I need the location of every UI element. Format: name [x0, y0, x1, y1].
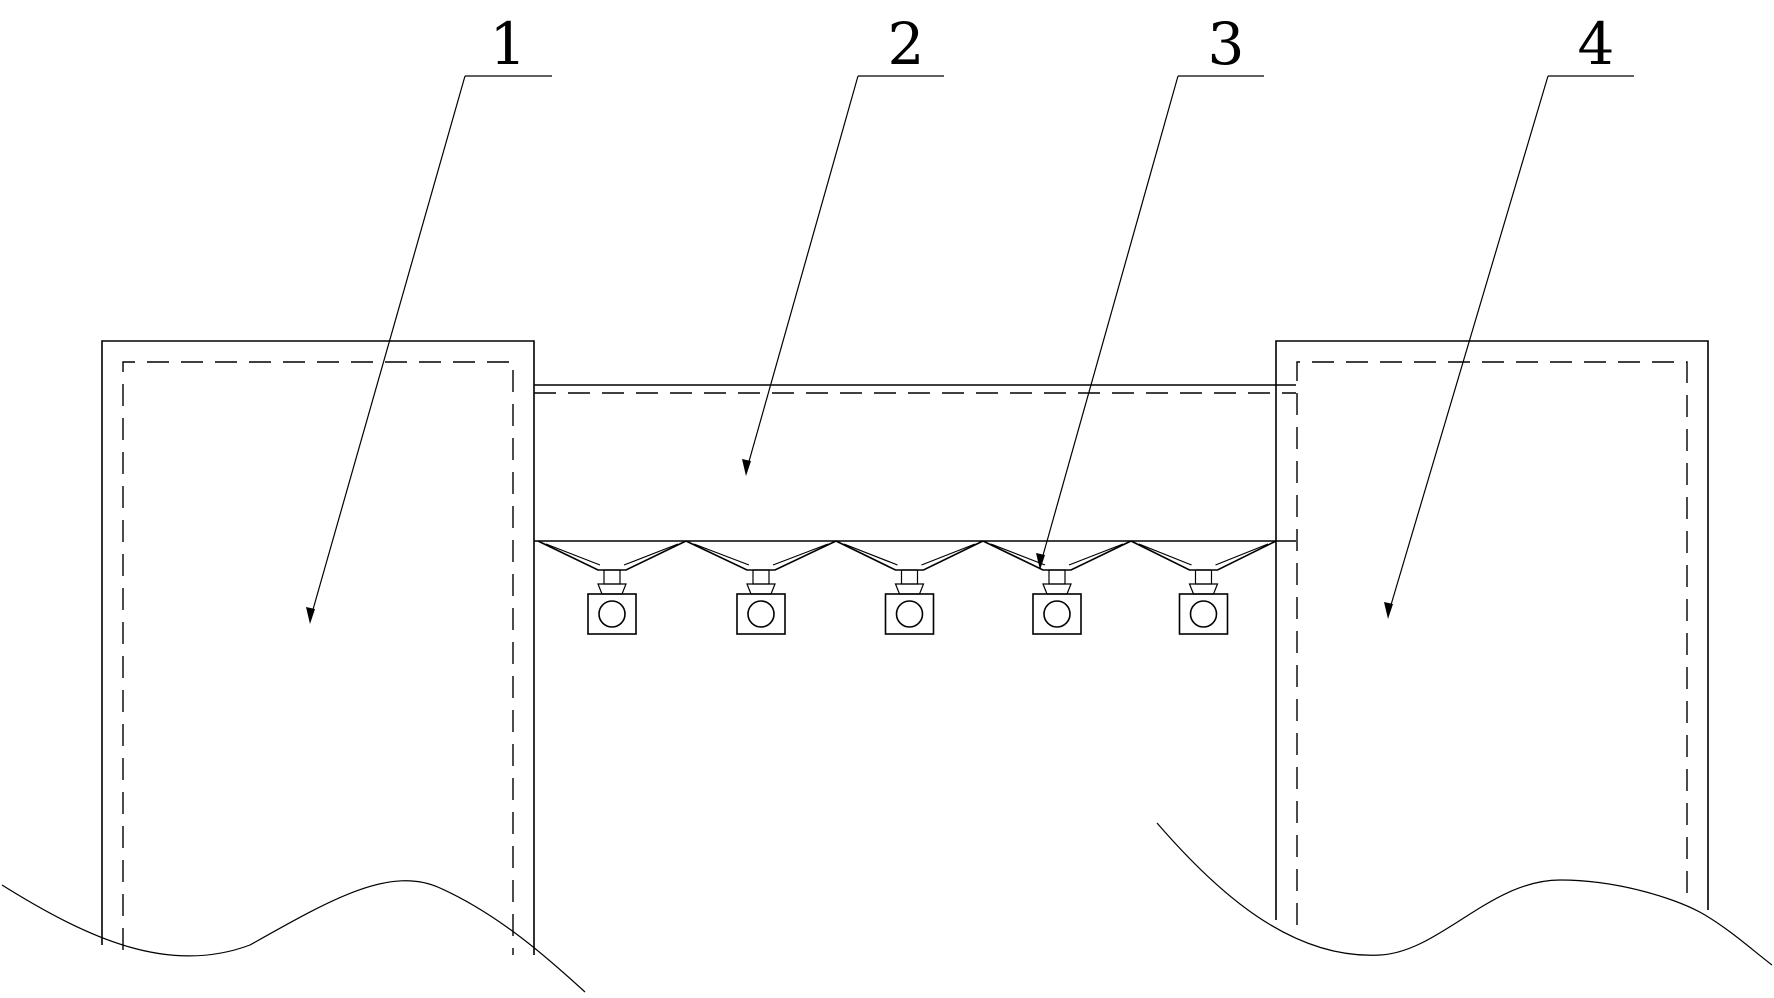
right-container: [1275, 340, 1709, 925]
hopper-funnel: [537, 540, 687, 571]
hopper-neck: [752, 569, 770, 585]
hopper-neck: [603, 569, 621, 585]
label-3: 3: [1208, 10, 1245, 78]
hopper-funnel-inner: [990, 543, 1124, 566]
hopper-row: [537, 540, 1277, 635]
label-1: 1: [490, 10, 527, 78]
hopper-outlet-circle: [747, 600, 775, 628]
hopper-valve: [1188, 583, 1219, 595]
hopper-outlet-box: [736, 593, 786, 635]
hopper-valve: [597, 583, 627, 595]
hopper-valve: [894, 583, 925, 595]
hopper-neck: [900, 569, 919, 585]
hopper-outlet-circle: [895, 600, 924, 628]
hopper-outlet-circle: [1189, 600, 1218, 628]
hopper-valve: [1042, 583, 1072, 595]
ground-break-lines: [1, 822, 1773, 993]
hopper-outlet-circle: [598, 600, 626, 628]
hopper-outlet-box: [1032, 593, 1082, 635]
channel: [534, 384, 1296, 542]
hopper-outlet-circle: [1043, 600, 1071, 628]
label-4: 4: [1578, 10, 1615, 78]
hopper-outlet-box: [587, 593, 637, 635]
hopper-funnel-inner: [693, 543, 829, 566]
hopper-funnel-inner: [843, 543, 976, 566]
label-2: 2: [888, 10, 925, 78]
hopper-neck: [1048, 569, 1066, 585]
hopper-funnel: [685, 540, 837, 571]
hopper-outlet-box: [884, 593, 935, 635]
hopper-funnel: [835, 540, 984, 571]
hopper-neck: [1194, 569, 1213, 585]
hopper-funnel-inner: [545, 543, 679, 566]
hopper-outlet-box: [1178, 593, 1229, 635]
hopper-funnel: [1130, 540, 1277, 571]
left-container: [101, 340, 535, 955]
hopper-funnel-inner: [1138, 543, 1269, 566]
hopper-funnel: [982, 540, 1132, 571]
hopper-valve: [746, 583, 776, 595]
leader-lines: [306, 75, 1634, 624]
